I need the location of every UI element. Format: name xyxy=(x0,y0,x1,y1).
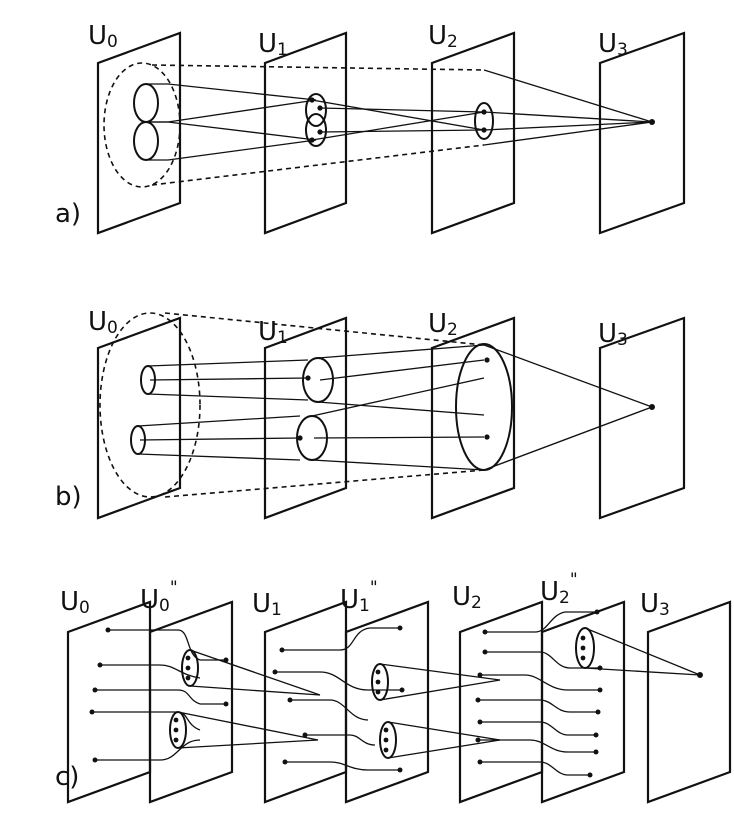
cylinder-a-lower xyxy=(133,121,168,161)
plane-label-b-u1: U1 xyxy=(258,317,288,348)
output-unit-b-u3 xyxy=(649,404,655,410)
plane-label-a-u2: U2 xyxy=(428,21,458,52)
cylinder-a-upper xyxy=(133,83,168,123)
plane-label-a-u3: U3 xyxy=(598,29,628,60)
plane-c-u3 xyxy=(646,600,732,804)
receptive-field-envelope-b xyxy=(99,312,201,498)
plane-b-u3 xyxy=(598,316,686,520)
plane-c-u1pp xyxy=(344,600,430,804)
plane-b-u0 xyxy=(96,316,182,520)
plane-a-u3 xyxy=(598,31,686,235)
plane-label-c-u3: U3 xyxy=(640,589,670,620)
plane-label-b-u2: U2 xyxy=(428,309,458,340)
wiring-c-u1 xyxy=(272,625,405,773)
plane-a-u0 xyxy=(96,31,182,235)
plane-c-u2pp xyxy=(540,600,626,804)
panel-a: a) U0 U1 U2 U3 xyxy=(55,21,686,235)
envelope-line-a-bottom xyxy=(151,144,485,186)
plane-label-a-u1: U1 xyxy=(258,29,288,60)
plane-c-u0pp xyxy=(148,600,234,804)
plane-label-c-u2: U2 xyxy=(452,582,482,613)
panel-c: c) U0 U0" U1 U1" U2 U2" U3 xyxy=(55,570,732,804)
output-unit-a-u3 xyxy=(649,119,655,125)
plane-a-u2 xyxy=(430,31,516,235)
plane-label-c-u1pp: U1" xyxy=(340,578,378,616)
wiring-c-u0 xyxy=(89,627,229,763)
plane-b-u2 xyxy=(430,316,516,520)
unit-circle-a-u1-lower xyxy=(305,113,327,147)
plane-label-b-u0: U0 xyxy=(88,307,118,338)
panel-label-a: a) xyxy=(55,199,81,229)
panel-b: b) U0 U1 U2 U3 xyxy=(55,307,686,520)
plane-label-c-u1: U1 xyxy=(252,589,282,620)
unit-circle-a-u1-upper xyxy=(305,93,327,127)
cone-b-lower xyxy=(130,415,303,461)
plane-a-u1 xyxy=(263,31,348,235)
plane-label-b-u3: U3 xyxy=(598,319,628,350)
plane-label-c-u0: U0 xyxy=(60,587,90,618)
output-unit-c-u3 xyxy=(697,672,703,678)
receptive-field-envelope-a xyxy=(103,62,181,188)
plane-c-u1 xyxy=(263,600,348,804)
plane-label-a-u0: U0 xyxy=(88,21,118,52)
plane-label-c-u2pp: U2" xyxy=(540,570,578,608)
panel-label-b: b) xyxy=(55,482,82,512)
cone-b-upper xyxy=(140,359,311,401)
unit-circle-b-u2 xyxy=(455,343,513,471)
envelope-line-a-top xyxy=(151,64,485,71)
plane-label-c-u0pp: U0" xyxy=(140,578,178,616)
wiring-c-u2 xyxy=(475,609,603,778)
unit-circle-a-u2 xyxy=(474,102,494,140)
